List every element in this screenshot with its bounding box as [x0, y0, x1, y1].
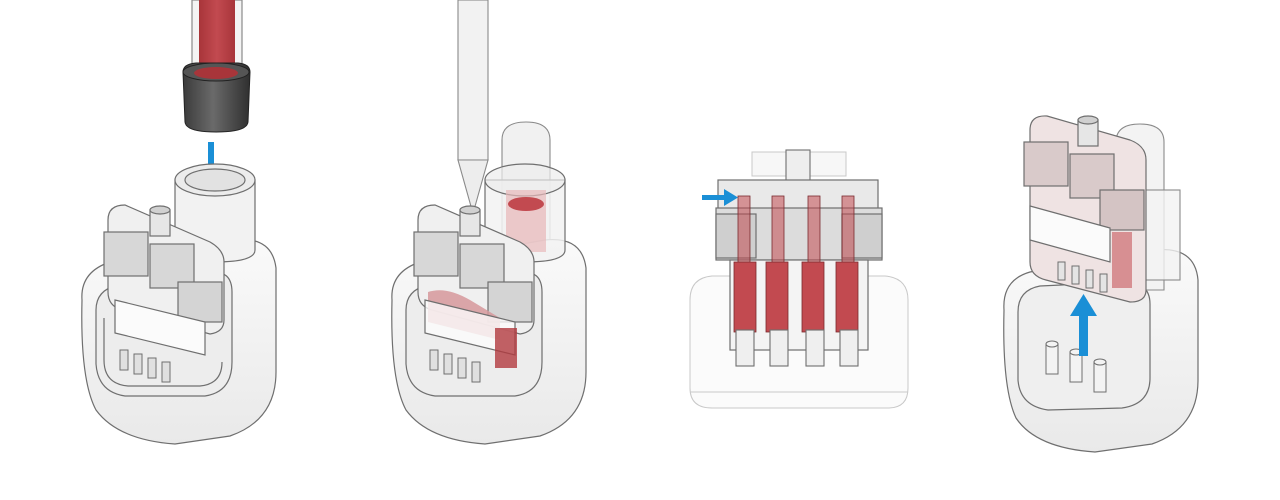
panel-step-4: [1003, 115, 1199, 453]
cartridge: [103, 204, 225, 356]
arrow-up-icon: [1070, 294, 1097, 356]
pin-row: [429, 349, 481, 383]
panel-step-3: [689, 149, 909, 409]
panel-step-2: [391, 0, 587, 445]
pipette: [457, 0, 489, 211]
receiver-column: [484, 163, 566, 263]
cartridge-legs: [1057, 261, 1108, 293]
top-port: [785, 149, 811, 183]
pin-row: [119, 349, 171, 383]
panel-step-1: [81, 0, 277, 445]
arrow-right-icon: [702, 189, 738, 206]
cartridge: [1023, 115, 1147, 303]
tube-cap: [182, 62, 251, 133]
cartridge: [413, 204, 535, 368]
cartridge-feet: [735, 329, 859, 367]
sample-channels: [733, 195, 859, 337]
post-row: [1045, 340, 1107, 393]
